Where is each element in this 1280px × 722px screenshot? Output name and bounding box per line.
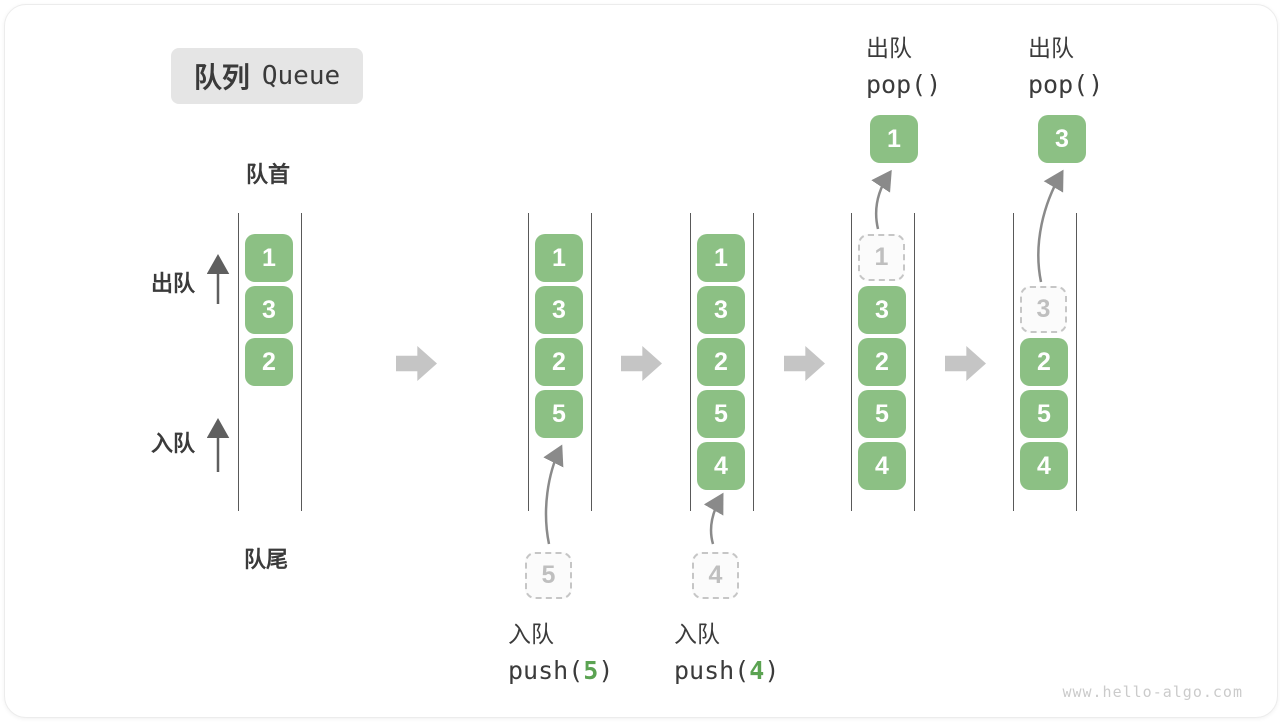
queue-item: 5 — [1020, 390, 1068, 438]
queue-item: 2 — [697, 338, 745, 386]
queue-item: 1 — [535, 234, 583, 282]
label-dequeue: 出队 — [151, 271, 196, 296]
label-enqueue: 入队 — [151, 431, 196, 456]
enqueue-annotation: 入队 push(4) — [674, 615, 779, 685]
queue-item: 5 — [535, 390, 583, 438]
queue-item-dashed: 1 — [858, 234, 905, 281]
annotation-action-label: 出队 — [1028, 35, 1074, 61]
queue-channel-after-pop-3 — [1013, 213, 1077, 511]
queue-item: 4 — [858, 442, 906, 490]
queue-channel-after-push-5 — [528, 213, 592, 511]
queue-item: 1 — [697, 234, 745, 282]
dequeue-annotation: 出队 pop() — [866, 29, 941, 99]
popped-item: 3 — [1038, 115, 1086, 163]
queue-item: 2 — [245, 338, 293, 386]
queue-item: 3 — [535, 286, 583, 334]
queue-channel-after-pop-1 — [851, 213, 915, 511]
queue-item: 3 — [858, 286, 906, 334]
label-queue-front: 队首 — [246, 162, 291, 187]
incoming-item: 4 — [692, 552, 739, 599]
queue-item: 5 — [858, 390, 906, 438]
annotation-code: pop() — [1028, 70, 1104, 99]
watermark: www.hello-algo.com — [1062, 683, 1243, 701]
queue-item: 1 — [245, 234, 293, 282]
queue-item: 4 — [697, 442, 745, 490]
dequeue-annotation: 出队 pop() — [1028, 29, 1103, 99]
popped-item: 1 — [870, 115, 918, 163]
title-zh: 队列 — [193, 62, 250, 93]
label-queue-rear: 队尾 — [244, 547, 289, 572]
queue-item: 3 — [245, 286, 293, 334]
enqueue-annotation: 入队 push(5) — [508, 615, 613, 685]
queue-item: 2 — [858, 338, 906, 386]
annotation-code: push(4) — [674, 656, 780, 685]
queue-item: 2 — [535, 338, 583, 386]
step-arrow-icon — [396, 346, 437, 381]
annotation-action-label: 入队 — [674, 621, 720, 647]
step-arrow-icon — [784, 346, 825, 381]
queue-item-dashed: 3 — [1020, 286, 1067, 333]
annotation-code-number: 5 — [583, 656, 599, 685]
step-arrow-icon — [945, 346, 986, 381]
queue-item: 2 — [1020, 338, 1068, 386]
annotation-code: push(5) — [508, 656, 614, 685]
annotation-action-label: 入队 — [508, 621, 554, 647]
annotation-action-label: 出队 — [866, 35, 912, 61]
queue-item: 5 — [697, 390, 745, 438]
queue-item: 3 — [697, 286, 745, 334]
title-badge: 队列 Queue — [171, 48, 363, 104]
step-arrow-icon — [621, 346, 662, 381]
queue-item: 4 — [1020, 442, 1068, 490]
queue-channel-initial — [238, 213, 302, 511]
queue-channel-after-push-4 — [690, 213, 754, 511]
incoming-item: 5 — [525, 552, 572, 599]
annotation-code-number: 4 — [749, 656, 765, 685]
title-en: Queue — [261, 61, 341, 91]
annotation-code: pop() — [866, 70, 942, 99]
